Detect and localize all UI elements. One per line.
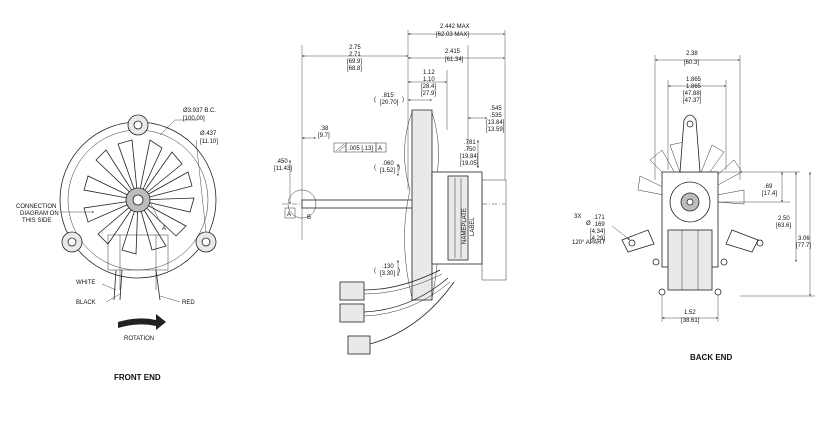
dim-450-2: [11.43]: [274, 166, 292, 172]
dim-060-open: (: [374, 165, 376, 171]
connection-note-2: DIAGRAM ON: [20, 211, 59, 217]
dim-1865-1: 1.865: [686, 77, 702, 83]
tolerance-frame: [333, 142, 387, 153]
back-coil: [667, 229, 713, 291]
dim-815-1: .815: [382, 93, 394, 99]
dim-815-close: ): [402, 97, 404, 103]
back-end-title: BACK END: [690, 353, 732, 362]
front-datum-a: A: [162, 226, 166, 232]
dim-545-4: [13.59]: [486, 127, 505, 133]
motor-shaft: [132, 194, 144, 206]
side-view: 2.442 MAX [62.03 MAX] 2.415 [61.34] 2.75…: [274, 24, 507, 355]
dim-238-2: [60.3]: [684, 60, 699, 66]
wire-black-label: BLACK: [76, 300, 96, 306]
dim-112-2: 1.10: [423, 77, 435, 83]
dim-060-1: .060: [382, 161, 394, 167]
dim-130-1: .130: [382, 264, 394, 270]
dim-130-close: ): [398, 268, 400, 274]
dim-815-open: (: [374, 97, 376, 103]
hole-spec-max: .171: [593, 215, 605, 221]
rotation-label: ROTATION: [124, 336, 154, 342]
dim-250-2: [63.6]: [776, 223, 791, 229]
motor-shaft-side: [301, 199, 423, 209]
dim-2415-2: [61.34]: [445, 57, 464, 63]
dim-781-2: .750: [464, 147, 476, 153]
dim-38-2: [9.7]: [318, 133, 330, 139]
dim-2415-1: 2.415: [445, 49, 461, 55]
dim-1865-3: [47.88]: [683, 91, 702, 97]
datum-a-box: [284, 207, 296, 219]
hole-dia-label-1: Ø.437: [200, 131, 217, 137]
rotation-arrow-icon: [118, 314, 166, 330]
hole-spec-apart: 120° APART: [572, 240, 606, 246]
back-ear-right: [725, 229, 764, 253]
dim-238-1: 2.38: [686, 51, 698, 57]
dim-815-2: [20.70]: [380, 100, 399, 106]
front-view: Ø3.937 B.C. [100.00] Ø.437 [11.10] CONNE…: [16, 108, 218, 382]
dim-112-3: [28.4]: [421, 84, 436, 90]
wire-red-label: RED: [182, 300, 195, 306]
dim-060-2: [1.52]: [380, 168, 395, 174]
tolerance-value: .005 [.13]: [348, 146, 373, 152]
dim-1865-4: [47.37]: [683, 98, 702, 104]
dim-781-3: [19.84]: [460, 154, 479, 160]
dim-152-2: [38.61]: [681, 318, 700, 324]
mounting-ear-top: [127, 114, 149, 136]
fan-profile: [411, 109, 433, 301]
dim-545-2: .535: [490, 113, 502, 119]
dim-250-1: 2.50: [778, 216, 790, 222]
motor-coil: [447, 175, 469, 261]
mounting-ear-left: [61, 231, 83, 253]
dim-450-1: .450: [276, 159, 288, 165]
back-view: 2.38 [60.3] 1.865 1.865 [47.88] [47.37] …: [572, 51, 815, 362]
dim-306-1: 3.06: [798, 236, 810, 242]
dim-69-1: .69: [764, 184, 773, 190]
dim-69-2: [17.4]: [762, 191, 777, 197]
mounting-ear-right: [195, 231, 217, 253]
dim-130-open: (: [374, 268, 376, 274]
side-datum-a: A: [287, 212, 291, 218]
dim-152-1: 1.52: [684, 310, 696, 316]
bolt-circle-label-1: Ø3.937 B.C.: [183, 108, 216, 114]
hole-spec-count: 3X: [574, 214, 581, 220]
hole-spec-dia: Ø: [586, 221, 591, 227]
tolerance-datum: A: [378, 146, 382, 152]
dim-781-4: [19.05]: [460, 161, 479, 167]
nameplate-label-2: LABEL: [470, 217, 476, 236]
wire-white-label: WHITE: [76, 280, 95, 286]
dim-overall-1: 2.442 MAX: [440, 24, 470, 30]
hole-spec-mm-max: [4.34]: [590, 229, 605, 235]
dim-112-1: 1.12: [423, 70, 435, 76]
dim-275-4: [68.8]: [347, 66, 362, 72]
hole-dia-label-2: [11.10]: [200, 139, 218, 145]
fan-blades: [83, 139, 195, 255]
dim-130-2: [3.30]: [380, 271, 395, 277]
dim-38-1: .38: [320, 126, 329, 132]
back-top-tab: [679, 114, 701, 173]
motor-bracket-side: [481, 179, 507, 281]
dim-306-2: [77.7]: [796, 243, 811, 249]
back-ear-left: [621, 229, 655, 253]
motor-bracket: [107, 234, 169, 271]
nameplate-label-1: NAMEPLATE: [462, 208, 468, 244]
dim-1865-2: 1.865: [686, 84, 702, 90]
dim-060-close: ): [398, 165, 400, 171]
dim-545-3: [13.84]: [486, 120, 505, 126]
dim-275-1: 2.75: [349, 45, 361, 51]
wire-connectors: [339, 269, 455, 355]
connection-note-3: THIS SIDE: [22, 218, 51, 224]
hole-spec-min: .169: [593, 222, 605, 228]
dim-275-3: [69.9]: [347, 59, 362, 65]
dim-781-1: .781: [464, 140, 476, 146]
connection-note-1: CONNECTION: [16, 204, 56, 210]
dim-545-1: .545: [490, 106, 502, 112]
side-datum-b: B: [307, 215, 311, 221]
hole-spec-mm-min: [4.29]: [590, 236, 605, 242]
dim-112-4: [27.9]: [421, 91, 436, 97]
dim-275-2: 2.71: [349, 52, 361, 58]
front-end-title: FRONT END: [114, 373, 161, 382]
bolt-circle-label-2: [100.00]: [183, 116, 205, 122]
dim-overall-2: [62.03 MAX]: [436, 32, 469, 38]
